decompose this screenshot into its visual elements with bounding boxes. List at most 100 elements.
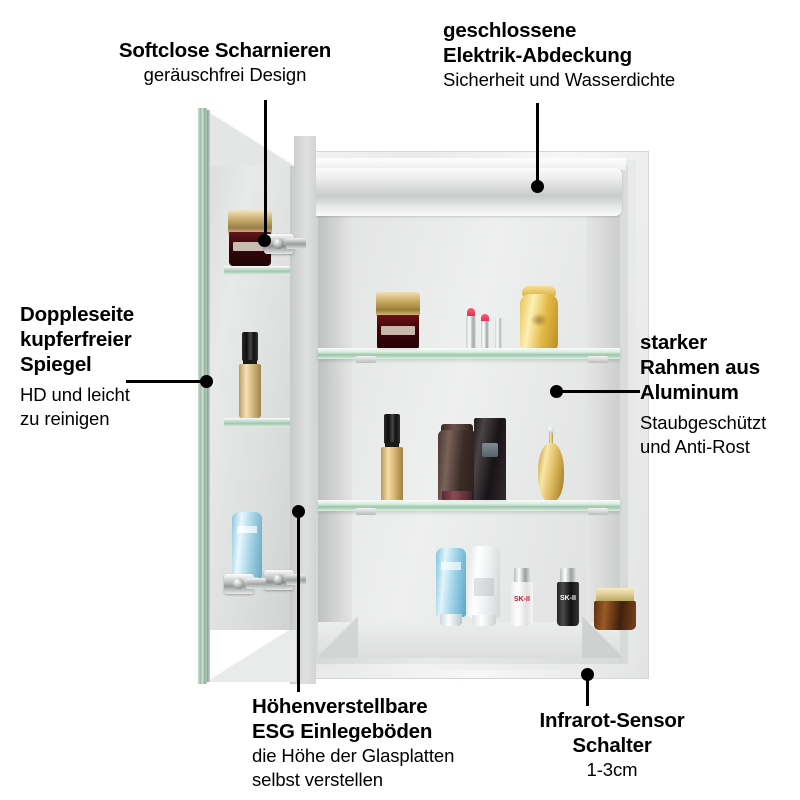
shelf-clip-lower-left: [356, 508, 376, 515]
shelf-item-tube-blue: [436, 548, 466, 626]
callout-title-line1: starker: [640, 331, 707, 354]
pump-neck: [243, 359, 257, 365]
tube-body: [232, 512, 262, 579]
leader-line-double-sided-mirror: [126, 380, 206, 383]
cabinet-floor-bevel-left: [318, 616, 358, 658]
mirror-reflection-hinge: [224, 570, 266, 598]
pump-body: [381, 446, 403, 502]
leader-line-electric-cover: [536, 103, 539, 186]
callout-title-line2: ESG Einlegeböden: [252, 720, 433, 743]
callout-electric-cover: geschlossene Elektrik-Abdeckung Sicherhe…: [443, 18, 783, 92]
tube-body: [438, 430, 476, 502]
hinge-arm: [286, 574, 306, 585]
shelf-item-pump-white-skii: SK-II: [510, 568, 534, 626]
electric-cover-bar: [270, 168, 622, 216]
leader-dot-double-sided-mirror: [200, 375, 213, 388]
pump-cap: [514, 568, 530, 584]
pump-cap: [241, 332, 259, 362]
callout-aluminium-frame: starker Rahmen aus Aluminum Staubgeschüt…: [640, 330, 800, 459]
leader-dot-electric-cover: [531, 180, 544, 193]
box-window: [481, 443, 499, 457]
pump-body: [556, 581, 580, 626]
callout-infrared-sensor: Infrarot-Sensor Schalter 1-3cm: [492, 708, 732, 782]
jar-lid: [228, 210, 272, 234]
tube-cap: [472, 614, 496, 626]
leader-line-softclose-hinges: [264, 100, 267, 242]
shelf-item-tube-brown: [438, 424, 476, 502]
callout-subtitle-line2: und Anti-Rost: [640, 436, 750, 457]
tube-cap: [441, 491, 473, 502]
mirror-door-edge-inner: [207, 110, 210, 682]
callout-title-line1: Infrarot-Sensor: [539, 709, 685, 732]
callout-title-line3: Spiegel: [20, 353, 92, 376]
mirror-door-bottom-bevel: [206, 630, 296, 682]
jar-label: [233, 242, 267, 252]
lipstick-tube: [465, 316, 477, 350]
hinge-arm: [286, 238, 306, 249]
pump-body: [239, 363, 261, 418]
leader-line-adjustable-shelves: [297, 512, 300, 692]
shelf-item-tube-white: [468, 546, 500, 626]
pump-body: [510, 581, 534, 626]
pump-brand-label: SK-II: [514, 595, 530, 603]
perfume-neck: [549, 432, 553, 445]
shelf-item-lipstick-open: [463, 308, 479, 350]
mirror-door-edge: [198, 108, 207, 684]
mirror-reflection-shelf-upper: [224, 266, 290, 275]
callout-subtitle-line1: die Höhe der Glasplatten: [252, 745, 455, 766]
door-cabinet-gap: [290, 136, 316, 684]
callout-subtitle-line1: Staubgeschützt: [640, 412, 767, 433]
pump-cap: [383, 414, 401, 444]
bottle-logo: [529, 312, 549, 327]
callout-softclose-hinges: Softclose Scharnieren geräuschfrei Desig…: [55, 38, 395, 87]
callout-subtitle-line2: selbst verstellen: [252, 769, 383, 790]
mirror-reflection-shelf-lower: [224, 418, 290, 427]
hinge-arm: [246, 578, 266, 589]
hinge-pin: [273, 574, 284, 585]
shelf-item-box-dark: [474, 418, 506, 502]
callout-subtitle-line2: zu reinigen: [20, 408, 110, 429]
pump-neck: [385, 442, 399, 448]
callout-subtitle-line1: HD und leicht: [20, 384, 130, 405]
callout-adjustable-shelves: Höhenverstellbare ESG Einlegeböden die H…: [252, 694, 552, 792]
callout-title-line1: geschlossene: [443, 19, 577, 42]
lipstick-tip: [466, 308, 476, 318]
mirror-reflection-pump-gold: [238, 332, 262, 418]
pump-cap: [560, 568, 576, 584]
jar-label: [381, 325, 415, 335]
hinge-pin: [233, 578, 244, 589]
cabinet-inner-left-wall: [318, 172, 352, 658]
tube-top: [441, 424, 473, 432]
leader-dot-softclose-hinges: [258, 234, 271, 247]
door-hinge-lower: [264, 566, 306, 594]
tube-label: [440, 562, 462, 570]
jar-lid: [376, 292, 420, 317]
door-hinge-upper: [264, 230, 306, 258]
glass-shelf-lower: [318, 500, 620, 511]
lipstick-closed-tube: [494, 318, 503, 350]
glass-shelf-upper: [318, 348, 620, 359]
shelf-item-gold-bottle: [520, 286, 558, 350]
tube-cap: [439, 614, 463, 626]
callout-title-line2: Rahmen aus: [640, 356, 760, 379]
callout-title-line2: kupferfreier: [20, 328, 132, 351]
shelf-item-perfume: [536, 426, 566, 502]
shelf-clip-lower-right: [588, 508, 608, 515]
leader-dot-aluminium-frame: [550, 385, 563, 398]
leader-dot-infrared-sensor: [581, 668, 594, 681]
callout-double-sided-mirror: Doppleseite kupferfreier Spiegel HD und …: [20, 302, 230, 431]
callout-title-line1: Doppleseite: [20, 303, 134, 326]
perfume-bulb: [537, 442, 565, 502]
perfume-cap: [548, 426, 554, 435]
leader-dot-adjustable-shelves: [292, 505, 305, 518]
shelf-item-lipstick-closed: [492, 318, 505, 350]
leader-line-infrared-sensor: [586, 680, 589, 706]
tube-label: [473, 578, 495, 596]
lipstick-tip: [481, 314, 489, 322]
jar-base: [594, 601, 636, 630]
product-image-mirror-cabinet: SK-II SK-II: [190, 96, 660, 696]
callout-title-line2: Schalter: [572, 734, 652, 757]
tube-body: [468, 546, 500, 618]
shelf-clip-upper-right: [588, 356, 608, 363]
